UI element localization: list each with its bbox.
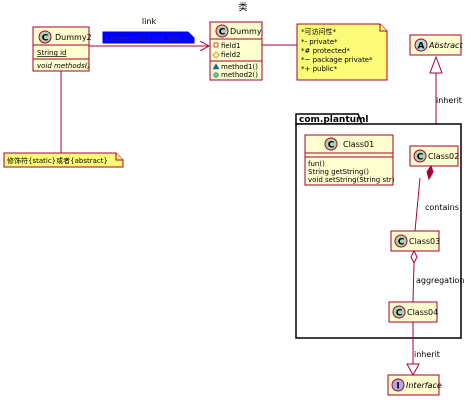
class-class02[interactable]: C Class02 <box>409 145 459 167</box>
link-note-text: Connect and link info. <box>106 35 182 43</box>
class-name: Dummy <box>230 27 262 36</box>
class-class03[interactable]: C Class03 <box>390 230 440 252</box>
contains-label: contains <box>425 203 459 212</box>
aggregation-label: aggregation <box>416 276 464 285</box>
class-field: String id <box>37 49 67 57</box>
class-name: Dummy2 <box>55 33 92 42</box>
class-dummy2[interactable]: C Dummy2 String id void methods() <box>32 26 92 72</box>
abstract-badge-icon <box>414 38 428 52</box>
class-badge-letter: A <box>418 42 425 52</box>
class-interface[interactable]: I Interface <box>387 374 442 396</box>
note-line: *+ public* <box>301 65 338 73</box>
aggregation-edge <box>412 262 415 303</box>
class-badge-icon <box>215 24 229 38</box>
class-badge-icon <box>38 30 52 44</box>
class-class04[interactable]: C Class04 <box>388 301 438 323</box>
inherit-label: inherit <box>414 350 440 359</box>
modifier-note: 修饰符{static}或者{abstract} <box>3 152 124 168</box>
link-label: link <box>142 17 157 26</box>
class-name: Class02 <box>428 152 459 161</box>
class-badge-icon <box>394 234 408 248</box>
note-text: 修饰符{static}或者{abstract} <box>7 156 108 165</box>
inherit-arrowhead <box>406 363 420 377</box>
class-method: method2() <box>221 71 258 79</box>
inherit-label: inherit <box>436 96 462 105</box>
composition-edge <box>414 177 421 232</box>
class-name: Class04 <box>407 308 438 317</box>
class-badge-letter: C <box>219 28 226 38</box>
note-line: *可访问性* <box>301 27 336 36</box>
class-badge-letter: C <box>396 309 403 319</box>
interface-badge-icon <box>391 378 405 392</box>
class-class01[interactable]: C Class01 fun() String getString() void … <box>304 134 395 186</box>
public-icon <box>213 72 219 78</box>
inherit-arrowhead <box>429 55 443 74</box>
class-method: void setString(String str) <box>308 176 395 184</box>
class-badge-letter: C <box>398 238 405 248</box>
class-dummy[interactable]: C Dummy field1 field2 method1() method2(… <box>209 21 263 81</box>
class-name: Class01 <box>343 140 374 149</box>
package-name: com.plantuml <box>299 115 369 125</box>
composition-diamond <box>426 164 434 181</box>
class-name: Abstract <box>428 41 463 50</box>
class-badge-letter: C <box>328 141 335 151</box>
private-icon <box>213 42 219 48</box>
class-method: String getString() <box>308 168 369 176</box>
class-badge-icon <box>413 149 427 163</box>
link-note: Connect and link info. <box>102 31 195 44</box>
diagram-title: 类 <box>238 1 247 13</box>
class-badge-letter: I <box>396 382 399 392</box>
class-method: void methods() <box>37 62 90 70</box>
class-badge-letter: C <box>42 34 49 44</box>
class-method: method1() <box>221 63 258 71</box>
class-abstract[interactable]: A Abstract <box>409 34 463 56</box>
note-line: *# protected* <box>301 47 350 55</box>
protected-icon <box>212 51 220 59</box>
package-private-icon <box>212 63 220 70</box>
visibility-note: *可访问性* *- private* *# protected* *~ pack… <box>296 23 388 81</box>
class-name: Interface <box>406 381 442 390</box>
class-name: Class03 <box>409 237 440 246</box>
class-badge-icon <box>324 137 338 151</box>
class-field: field2 <box>221 51 241 59</box>
class-field: field1 <box>221 42 241 50</box>
note-line: *- private* <box>301 38 338 46</box>
class-badge-letter: C <box>417 153 424 163</box>
note-line: *~ package private* <box>301 56 373 64</box>
class-method: fun() <box>308 160 325 168</box>
class-badge-icon <box>392 305 406 319</box>
